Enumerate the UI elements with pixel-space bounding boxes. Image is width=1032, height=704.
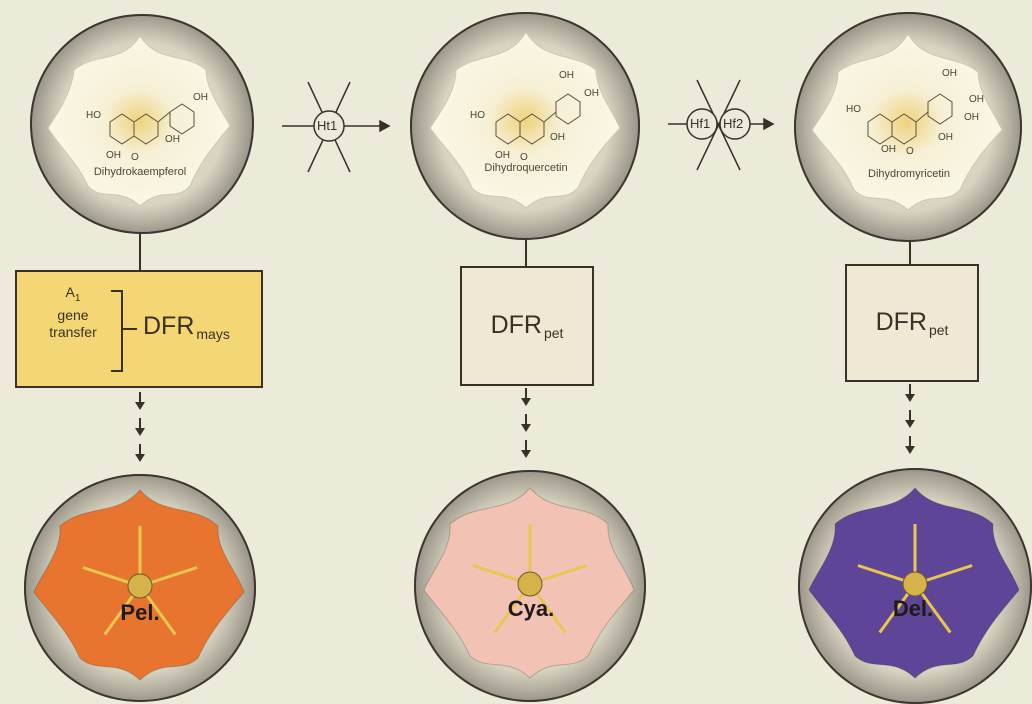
pigment-label-pel: Pel. (90, 600, 190, 626)
pigment-label-del: Del. (863, 596, 963, 622)
flower-center (128, 574, 152, 598)
colored-flower-cya (424, 488, 634, 678)
flower-center (903, 572, 927, 596)
colored-flower-del (809, 488, 1019, 678)
pigment-label-cya: Cya. (481, 596, 581, 622)
flower-center (518, 572, 542, 596)
colored-flower-pel (34, 490, 244, 680)
